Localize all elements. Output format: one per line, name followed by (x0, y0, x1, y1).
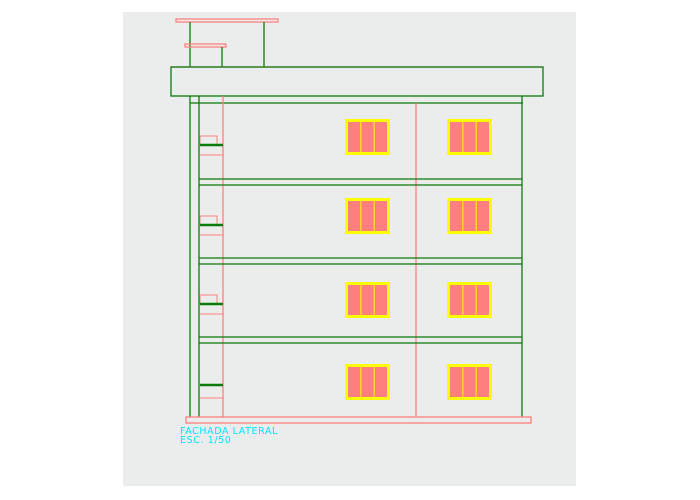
window-pane (476, 367, 489, 397)
window-pane (374, 201, 387, 231)
window-pane (374, 367, 387, 397)
drawing-sheet (123, 12, 576, 486)
window-pane (450, 201, 463, 231)
foundation-plinth (185, 416, 532, 424)
window-pane (374, 285, 387, 315)
drawing-scale: ESC. 1/50 (180, 435, 231, 446)
window-pane (348, 285, 361, 315)
window-8 (447, 364, 492, 400)
window-pane (348, 367, 361, 397)
window-pane (348, 201, 361, 231)
rooftop-cap (175, 18, 279, 23)
window-pane (450, 285, 463, 315)
roof-parapet (170, 66, 544, 97)
window-pane (361, 201, 374, 231)
window-pane (463, 122, 476, 152)
window-4 (447, 198, 492, 234)
window-pane (361, 122, 374, 152)
window-7 (345, 364, 390, 400)
window-pane (463, 285, 476, 315)
window-pane (463, 201, 476, 231)
window-group (345, 119, 492, 400)
rooftop-structure (175, 18, 279, 67)
window-pane (476, 201, 489, 231)
window-pane (450, 367, 463, 397)
window-2 (447, 119, 492, 155)
floor-slabs (199, 178, 522, 344)
drawing-title: FACHADA LATERAL (180, 426, 278, 437)
window-5 (345, 282, 390, 318)
window-1 (345, 119, 390, 155)
stair-elements (199, 135, 223, 399)
window-pane (450, 122, 463, 152)
window-pane (463, 367, 476, 397)
window-pane (361, 285, 374, 315)
window-pane (348, 122, 361, 152)
roof-slab (170, 66, 544, 104)
window-6 (447, 282, 492, 318)
window-pane (476, 122, 489, 152)
building-walls (189, 96, 523, 417)
window-pane (476, 285, 489, 315)
window-pane (361, 367, 374, 397)
rooftop-inner-cap (184, 43, 227, 48)
window-pane (374, 122, 387, 152)
window-3 (345, 198, 390, 234)
